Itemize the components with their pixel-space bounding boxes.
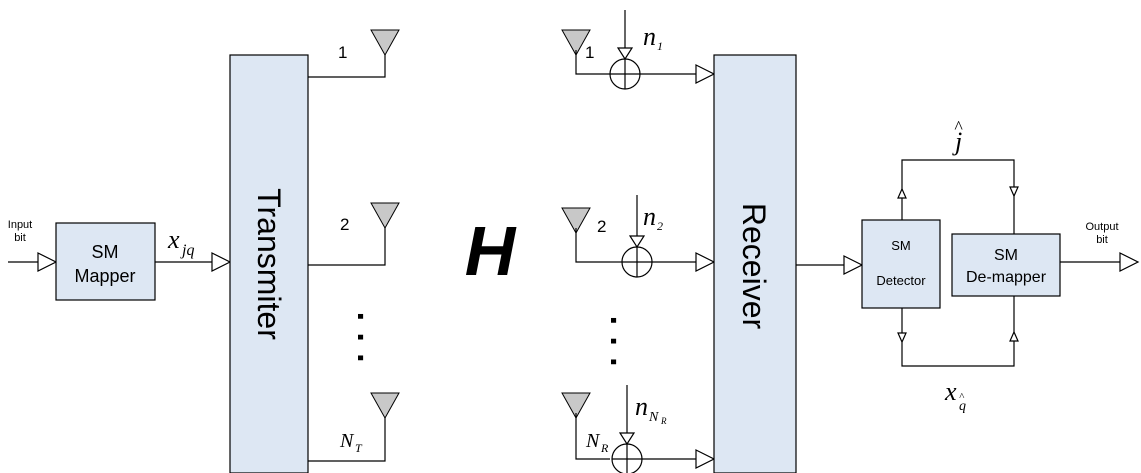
output-label-line1: Output — [1085, 221, 1118, 233]
noise-2-subscript: 2 — [657, 219, 663, 233]
rx-antenna-2-label: 2 — [597, 217, 606, 236]
xjq-symbol: x — [167, 225, 180, 254]
tx-antenna-1-wire — [308, 50, 386, 78]
detector-label-line1: SM — [891, 238, 911, 253]
tx-antenna-n-symbol: N — [339, 430, 355, 452]
input-label-line1: Input — [8, 219, 32, 231]
noise-1-symbol: n — [643, 22, 656, 51]
tx-input-arrow — [211, 252, 232, 272]
noise-n-symbol: n — [635, 392, 648, 421]
sm-demapper-block — [951, 233, 1061, 297]
noise-n-arrow — [618, 432, 636, 446]
xq-hat-subscript: q — [959, 399, 966, 414]
rx-antenna-1-label: 1 — [585, 43, 594, 62]
noise-1-subscript: 1 — [657, 39, 663, 53]
tx-antenna-ellipsis: · · · — [341, 312, 379, 365]
detector-label-line2: Detector — [876, 273, 926, 288]
bottom-loop-wire — [901, 341, 1015, 367]
top-loop-demapper-arrow — [1009, 186, 1019, 198]
rx-input-n-arrow — [695, 449, 716, 469]
mapper-label-line1: SM — [92, 242, 119, 262]
noise-2-symbol: n — [643, 202, 656, 231]
demapper-label-line1: SM — [994, 247, 1018, 264]
xq-hat-symbol: x — [944, 377, 957, 406]
receiver-label: Receiver — [736, 203, 772, 330]
tx-antenna-1-label: 1 — [338, 43, 347, 62]
bottom-loop-detector-arrow — [897, 332, 907, 344]
tx-antenna-n-icon — [370, 392, 400, 420]
tx-antenna-n-wire — [308, 415, 386, 462]
transmitter-block — [229, 54, 309, 473]
rx-input-1-arrow — [695, 64, 716, 84]
rx-antenna-n-wire — [575, 413, 610, 460]
rx-input-2-arrow — [695, 252, 716, 272]
noise-n-subscript: N — [648, 410, 659, 425]
receiver-block — [713, 54, 797, 473]
rx-antenna-2-icon — [561, 207, 591, 235]
adder-1 — [609, 58, 641, 90]
adder-2 — [621, 246, 653, 278]
tx-antenna-n-subscript: T — [355, 441, 363, 455]
demapper-label-line2: De-mapper — [966, 269, 1047, 286]
mapper-label-line2: Mapper — [74, 266, 135, 286]
noise-2-arrow — [628, 235, 646, 249]
rx-antenna-1-wire — [575, 50, 610, 75]
transmitter-label: Transmiter — [251, 188, 287, 340]
input-arrow — [37, 252, 58, 272]
top-loop-wire — [901, 159, 1015, 196]
xjq-subscript: jq — [180, 242, 194, 259]
rx-antenna-n-icon — [561, 392, 591, 420]
output-arrow — [1119, 252, 1140, 272]
rx-antenna-n-symbol: N — [585, 430, 601, 452]
top-loop-detector-arrow — [897, 187, 907, 199]
output-label-line2: bit — [1096, 234, 1108, 246]
adder-n — [611, 443, 643, 473]
tx-antenna-1-icon — [370, 29, 400, 57]
rx-antenna-1-icon — [561, 29, 591, 57]
input-label-line2: bit — [14, 232, 26, 244]
j-hat-symbol: j — [952, 127, 962, 156]
tx-antenna-2-icon — [370, 202, 400, 230]
noise-n-subsubscript: R — [660, 416, 667, 426]
channel-label: H — [465, 212, 517, 290]
xq-hat-accent: ^ — [959, 391, 965, 403]
rx-antenna-ellipsis: · · · — [594, 316, 632, 369]
j-hat-accent: ^ — [954, 117, 963, 137]
tx-antenna-2-wire — [308, 225, 386, 266]
sm-detector-block — [861, 219, 941, 309]
detector-input-arrow — [843, 255, 864, 275]
tx-antenna-2-label: 2 — [340, 215, 349, 234]
bottom-loop-demapper-arrow — [1009, 330, 1019, 342]
rx-antenna-2-wire — [575, 228, 610, 263]
rx-antenna-n-subscript: R — [600, 441, 609, 455]
noise-1-arrow — [616, 47, 634, 61]
